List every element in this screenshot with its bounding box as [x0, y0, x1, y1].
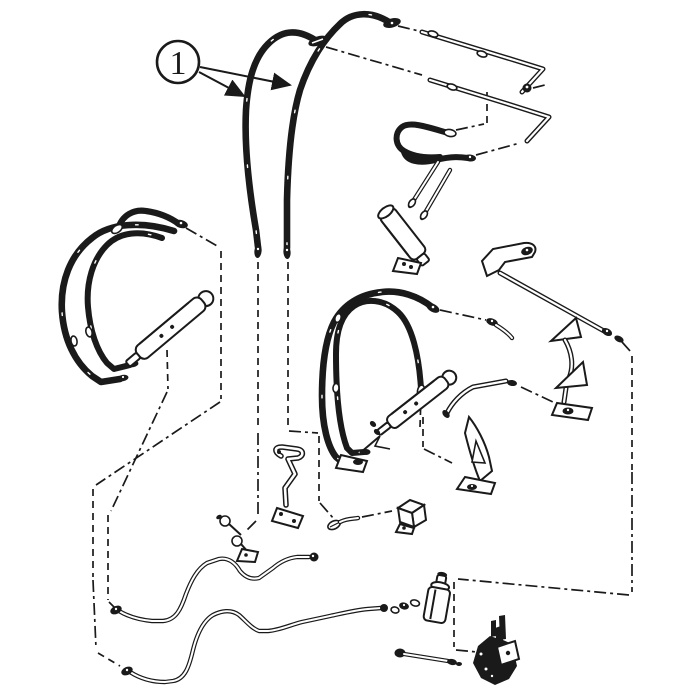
center-hose-pair	[322, 292, 440, 474]
tube-clamp	[216, 514, 260, 564]
bent-strap-bracket	[480, 241, 537, 278]
main-boom-hoses-part-1	[246, 14, 401, 259]
callout-arrow	[198, 71, 246, 97]
z-mount-bracket	[270, 447, 303, 530]
upper-steel-tube-2	[430, 80, 549, 141]
hose-end-fitting	[254, 18, 401, 259]
linkage-rod	[394, 648, 462, 666]
guide-bracket-upper	[547, 316, 594, 422]
elbow-block-fitting	[394, 498, 428, 536]
assembly-leader-lines	[92, 25, 633, 667]
hook-hose-cluster	[397, 125, 476, 221]
fitting-chain	[390, 599, 421, 614]
right-long-tube	[500, 273, 624, 343]
solenoid-valve	[422, 571, 451, 625]
guide-bracket-lower	[455, 414, 497, 496]
bottom-steel-line-upper	[110, 552, 319, 622]
control-valve	[473, 615, 521, 685]
right-short-tube	[442, 379, 517, 418]
callout-circle[interactable]	[155, 39, 201, 85]
upper-hydraulic-cylinder	[377, 204, 430, 276]
bottom-steel-line-lower	[121, 604, 388, 682]
upper-steel-tube-1	[422, 30, 543, 92]
left-hose-pair	[62, 211, 188, 382]
callout-1[interactable]: 1	[155, 39, 292, 97]
callout-arrow	[199, 66, 292, 91]
right-elbow-fitting-tube	[486, 318, 512, 338]
left-hydraulic-cylinder	[125, 290, 215, 368]
flattened-end-tube	[327, 515, 361, 531]
center-hydraulic-cylinder	[359, 369, 458, 454]
callout-number: 1	[170, 45, 187, 82]
